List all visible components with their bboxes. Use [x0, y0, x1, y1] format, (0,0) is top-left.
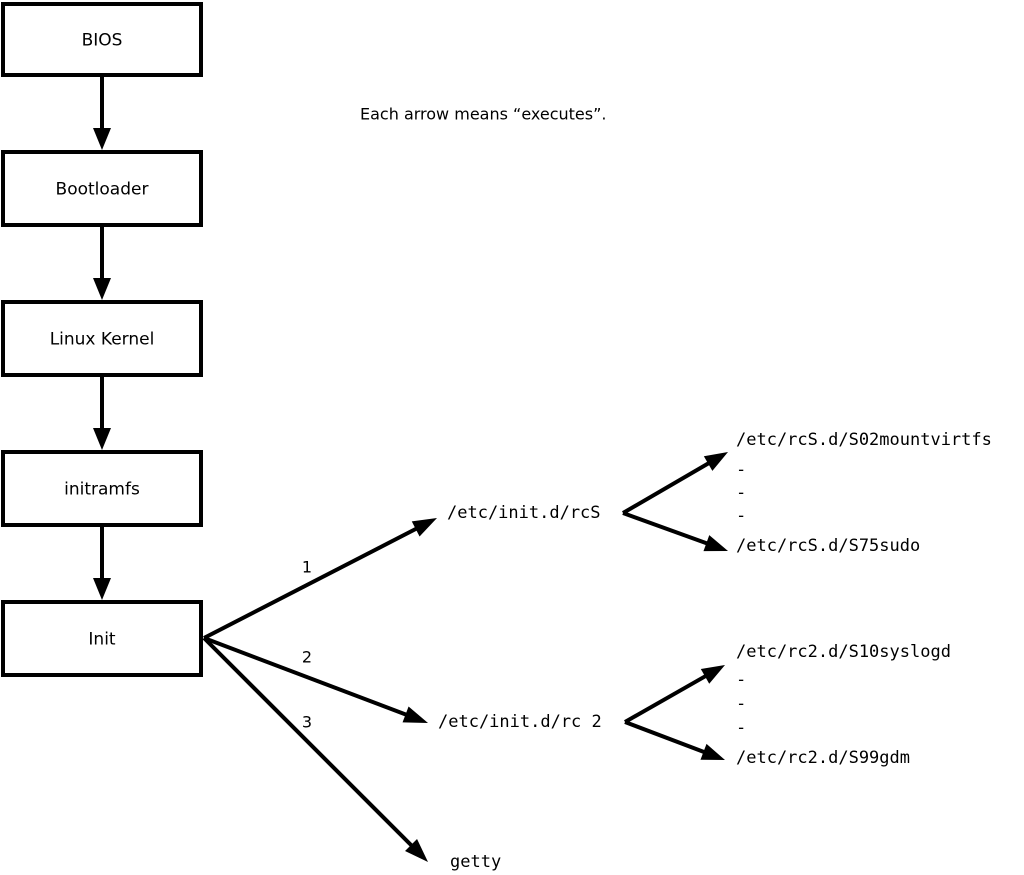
box-outline-kernel	[1, 300, 203, 377]
box-outline-init	[1, 600, 203, 677]
fork-line-rcs-last	[622, 511, 716, 549]
ellipsis-dash-rc2-fork-1: -	[736, 694, 746, 714]
process-box-init[interactable]: Init	[1, 600, 203, 677]
box-outline-bootloader	[1, 150, 203, 227]
process-box-kernel[interactable]: Linux Kernel	[1, 300, 203, 377]
script-label-rc2-first-label: /etc/rc2.d/S10syslogd	[736, 642, 951, 662]
branch-branch-2: 2	[203, 636, 428, 723]
branch-number-2: 2	[302, 648, 312, 667]
fork-line-rcs-first	[621, 457, 717, 515]
fork-rc2-fork	[624, 665, 725, 760]
branch-number-1: 1	[302, 558, 312, 577]
init-branches-group: 1 2 3	[202, 518, 437, 862]
ellipsis-dash-rc2-fork-0: -	[736, 670, 746, 690]
branch-line-branch-1	[203, 523, 425, 640]
branch-branch-3: 3	[202, 636, 428, 862]
branch-line-branch-2	[203, 636, 415, 720]
box-label-bootloader: Bootloader	[56, 180, 149, 200]
arrow-head-bios-to-bootloader	[93, 128, 111, 150]
box-outline-initramfs	[1, 450, 203, 527]
ellipsis-dash-rcs-fork-0: -	[736, 460, 746, 480]
arrow-bootloader-to-kernel	[93, 227, 111, 300]
process-box-bios[interactable]: BIOS	[1, 2, 203, 77]
vertical-arrows-group	[93, 77, 111, 600]
arrow-head-initramfs-to-init	[93, 578, 111, 600]
text-labels-group: /etc/rcS.d/S02mountvirtfs/etc/rcS.d/S75s…	[360, 105, 992, 873]
arrow-kernel-to-initramfs	[93, 377, 111, 450]
arrow-head-kernel-to-initramfs	[93, 428, 111, 450]
ellipsis-dash-rc2-fork-2: -	[736, 718, 746, 738]
arrow-head-bootloader-to-kernel	[93, 278, 111, 300]
fork-line-rc2-first	[624, 670, 714, 724]
ellipsis-dash-rcs-fork-2: -	[736, 506, 746, 526]
branch-head-branch-1	[411, 518, 437, 537]
box-label-init: Init	[88, 630, 116, 650]
fork-head-rc2-first	[700, 665, 725, 684]
ellipsis-dash-rcs-fork-1: -	[736, 483, 746, 503]
fork-head-rcs-first	[703, 452, 728, 471]
fork-head-rcs-last	[703, 535, 728, 552]
box-outline-bios	[1, 2, 203, 77]
box-label-bios: BIOS	[82, 31, 123, 51]
script-label-rcs-last-label: /etc/rcS.d/S75sudo	[736, 536, 920, 556]
script-label-rc2-script: /etc/init.d/rc 2	[438, 712, 602, 732]
branch-line-branch-3	[202, 636, 419, 853]
fork-arrows-group	[621, 452, 728, 760]
process-box-initramfs[interactable]: initramfs	[1, 450, 203, 527]
fork-line-rc2-last	[624, 720, 713, 757]
branch-head-branch-2	[402, 706, 428, 723]
fork-rcs-fork	[621, 452, 728, 552]
box-label-kernel: Linux Kernel	[50, 330, 155, 350]
branch-number-3: 3	[302, 713, 312, 732]
arrow-initramfs-to-init	[93, 527, 111, 600]
script-label-rcs-script: /etc/init.d/rcS	[447, 503, 601, 523]
script-label-rcs-first-label: /etc/rcS.d/S02mountvirtfs	[736, 430, 992, 450]
script-label-rc2-last-label: /etc/rc2.d/S99gdm	[736, 748, 910, 768]
branch-branch-1: 1	[203, 518, 437, 640]
process-box-bootloader[interactable]: Bootloader	[1, 150, 203, 227]
arrow-bios-to-bootloader	[93, 77, 111, 150]
script-label-getty: getty	[450, 852, 501, 872]
box-label-initramfs: initramfs	[64, 480, 140, 500]
fork-head-rc2-last	[700, 743, 725, 760]
legend-note: Each arrow means “executes”.	[360, 105, 606, 124]
branch-head-branch-3	[405, 839, 428, 862]
